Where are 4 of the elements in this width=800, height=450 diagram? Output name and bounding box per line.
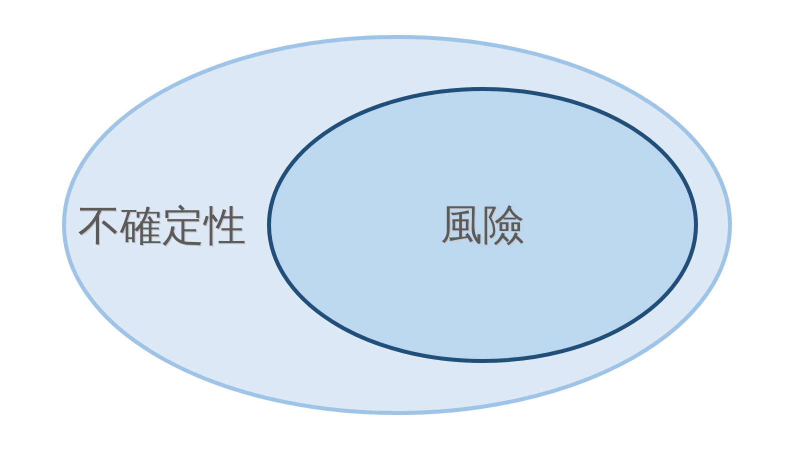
category-label: 風險	[440, 204, 524, 246]
category-label: 不確定性	[78, 205, 246, 247]
outer-ellipse	[62, 35, 732, 415]
inner-ellipse	[267, 87, 698, 363]
